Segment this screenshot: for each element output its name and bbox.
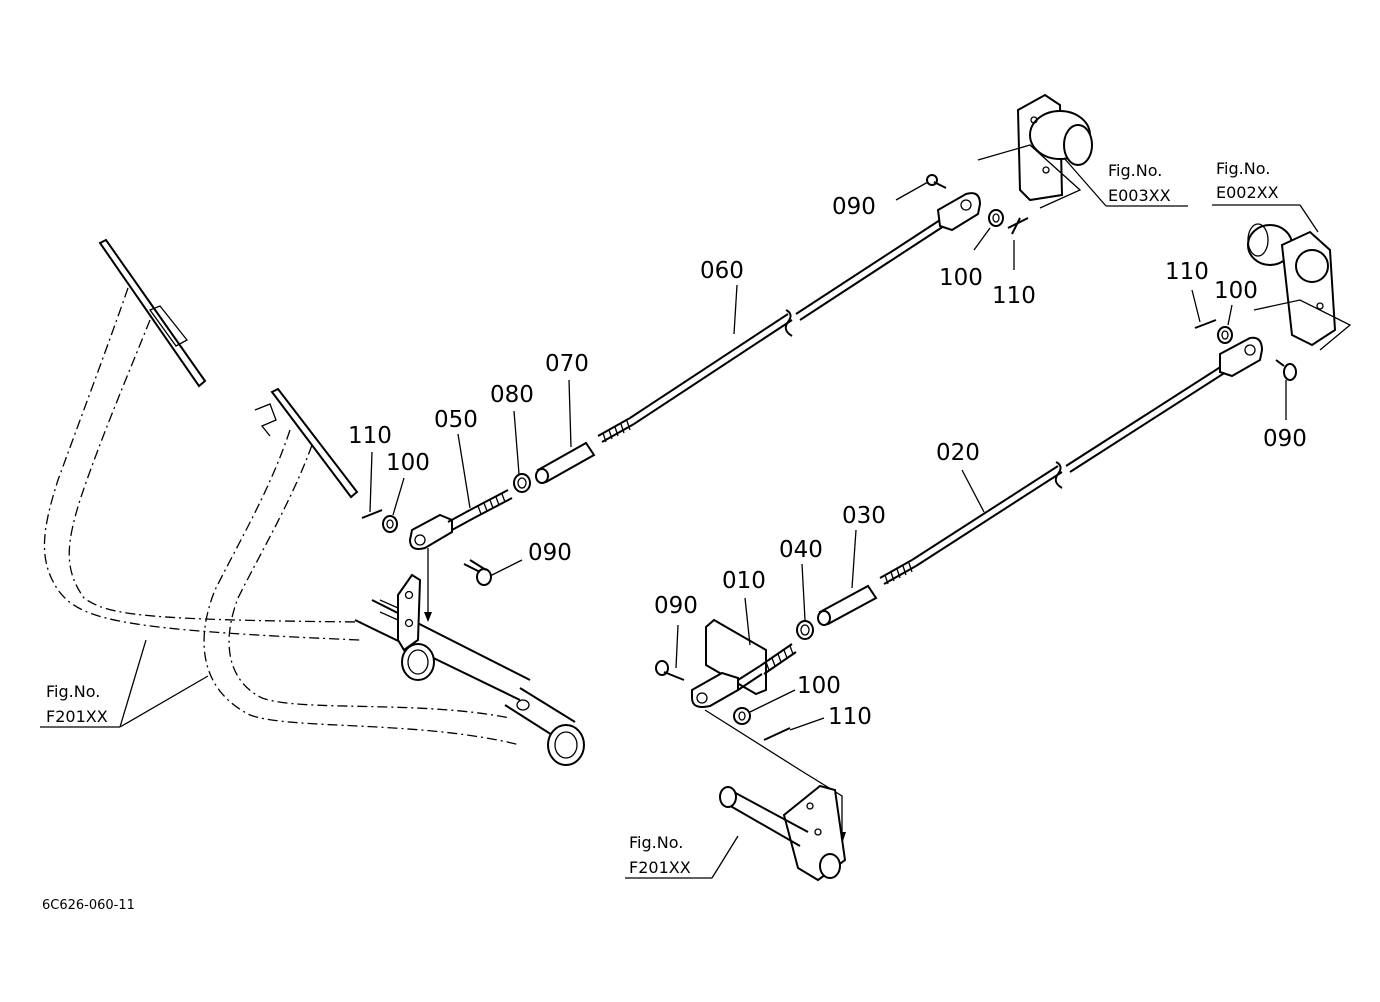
cotter-110-left bbox=[361, 451, 383, 519]
right-pedal-plate bbox=[254, 387, 359, 499]
pedal-frame-assembly bbox=[43, 238, 585, 766]
fig-ref-e003: Fig.No. E003XX bbox=[1063, 157, 1188, 207]
label-110-right: 110 bbox=[1165, 259, 1209, 285]
fig-ref-e003-line1: Fig.No. bbox=[1108, 161, 1162, 180]
fig-ref-f201-bottom-line1: Fig.No. bbox=[629, 833, 683, 852]
fig-ref-f201-bottom-line2: F201XX bbox=[629, 858, 691, 877]
label-110-left: 110 bbox=[348, 423, 392, 449]
fig-ref-e002: Fig.No. E002XX bbox=[1212, 159, 1319, 233]
rod-020 bbox=[911, 365, 1227, 567]
pivot-shaft bbox=[354, 599, 585, 766]
pin-090-right bbox=[1275, 359, 1297, 420]
fig-ref-e002-line1: Fig.No. bbox=[1216, 159, 1270, 178]
label-090-left: 090 bbox=[528, 540, 572, 566]
label-080: 080 bbox=[490, 382, 534, 408]
label-010: 010 bbox=[722, 568, 766, 594]
part-labels: 090 100 110 060 070 080 050 110 100 090 … bbox=[348, 194, 1307, 730]
fig-ref-f201-left: Fig.No. F201XX bbox=[40, 639, 209, 728]
upper-rod-assembly bbox=[361, 93, 1093, 622]
nut-080 bbox=[513, 473, 531, 493]
sleeve-030 bbox=[817, 584, 878, 626]
label-020: 020 bbox=[936, 440, 980, 466]
fig-ref-e003-line2: E003XX bbox=[1108, 186, 1171, 205]
pedal-tube-short bbox=[203, 429, 521, 746]
label-100-right: 100 bbox=[1214, 278, 1258, 304]
cotter-110-bottom bbox=[763, 717, 825, 741]
washer-100-bottom bbox=[733, 689, 796, 725]
washer-100-upper bbox=[973, 209, 1004, 251]
label-110-top: 110 bbox=[992, 283, 1036, 309]
label-060: 060 bbox=[700, 258, 744, 284]
lower-thread-near bbox=[759, 643, 797, 675]
pin-090-bottom bbox=[655, 624, 685, 681]
fig-ref-f201-bottom: Fig.No. F201XX bbox=[625, 833, 739, 879]
left-pedal-plate bbox=[98, 238, 207, 388]
clevis-050 bbox=[408, 509, 475, 550]
drawing-code: 6C626-060-11 bbox=[42, 898, 135, 913]
bracket-e003 bbox=[977, 93, 1093, 209]
label-050: 050 bbox=[434, 407, 478, 433]
bracket-e002 bbox=[1247, 223, 1352, 351]
fig-ref-f201-left-line1: Fig.No. bbox=[46, 682, 100, 701]
label-100-top: 100 bbox=[939, 265, 983, 291]
lower-link-arm bbox=[704, 709, 847, 882]
washer-100-left bbox=[382, 477, 405, 533]
sleeve-070 bbox=[535, 441, 596, 484]
label-090-top: 090 bbox=[832, 194, 876, 220]
label-030: 030 bbox=[842, 503, 886, 529]
fig-ref-f201-left-line2: F201XX bbox=[46, 707, 108, 726]
label-100-bottom: 100 bbox=[797, 673, 841, 699]
plate-010 bbox=[705, 597, 767, 696]
pedal-tube-long bbox=[43, 287, 363, 641]
upper-thread-near bbox=[469, 489, 513, 519]
pin-090-upper bbox=[895, 174, 947, 201]
label-070: 070 bbox=[545, 351, 589, 377]
label-090-bottom: 090 bbox=[654, 593, 698, 619]
label-040: 040 bbox=[779, 537, 823, 563]
pivot-arm-bracket bbox=[379, 573, 422, 652]
nut-040 bbox=[796, 620, 814, 640]
lower-thread-far bbox=[879, 559, 917, 585]
washer-100-right bbox=[1217, 304, 1233, 344]
lower-rod-assembly bbox=[655, 223, 1352, 882]
rod-060 bbox=[629, 219, 945, 425]
clevis-upper-far bbox=[936, 192, 982, 232]
label-090-right: 090 bbox=[1263, 426, 1307, 452]
cotter-110-right bbox=[1191, 289, 1217, 329]
label-100-left: 100 bbox=[386, 450, 430, 476]
clevis-lower-far bbox=[1219, 336, 1264, 378]
pin-090-left bbox=[424, 548, 523, 622]
cotter-110-upper bbox=[1007, 217, 1029, 270]
fig-ref-e002-line2: E002XX bbox=[1216, 183, 1279, 202]
upper-thread-far bbox=[597, 417, 635, 443]
label-110-bottom: 110 bbox=[828, 704, 872, 730]
clevis-lower-near bbox=[691, 665, 763, 708]
